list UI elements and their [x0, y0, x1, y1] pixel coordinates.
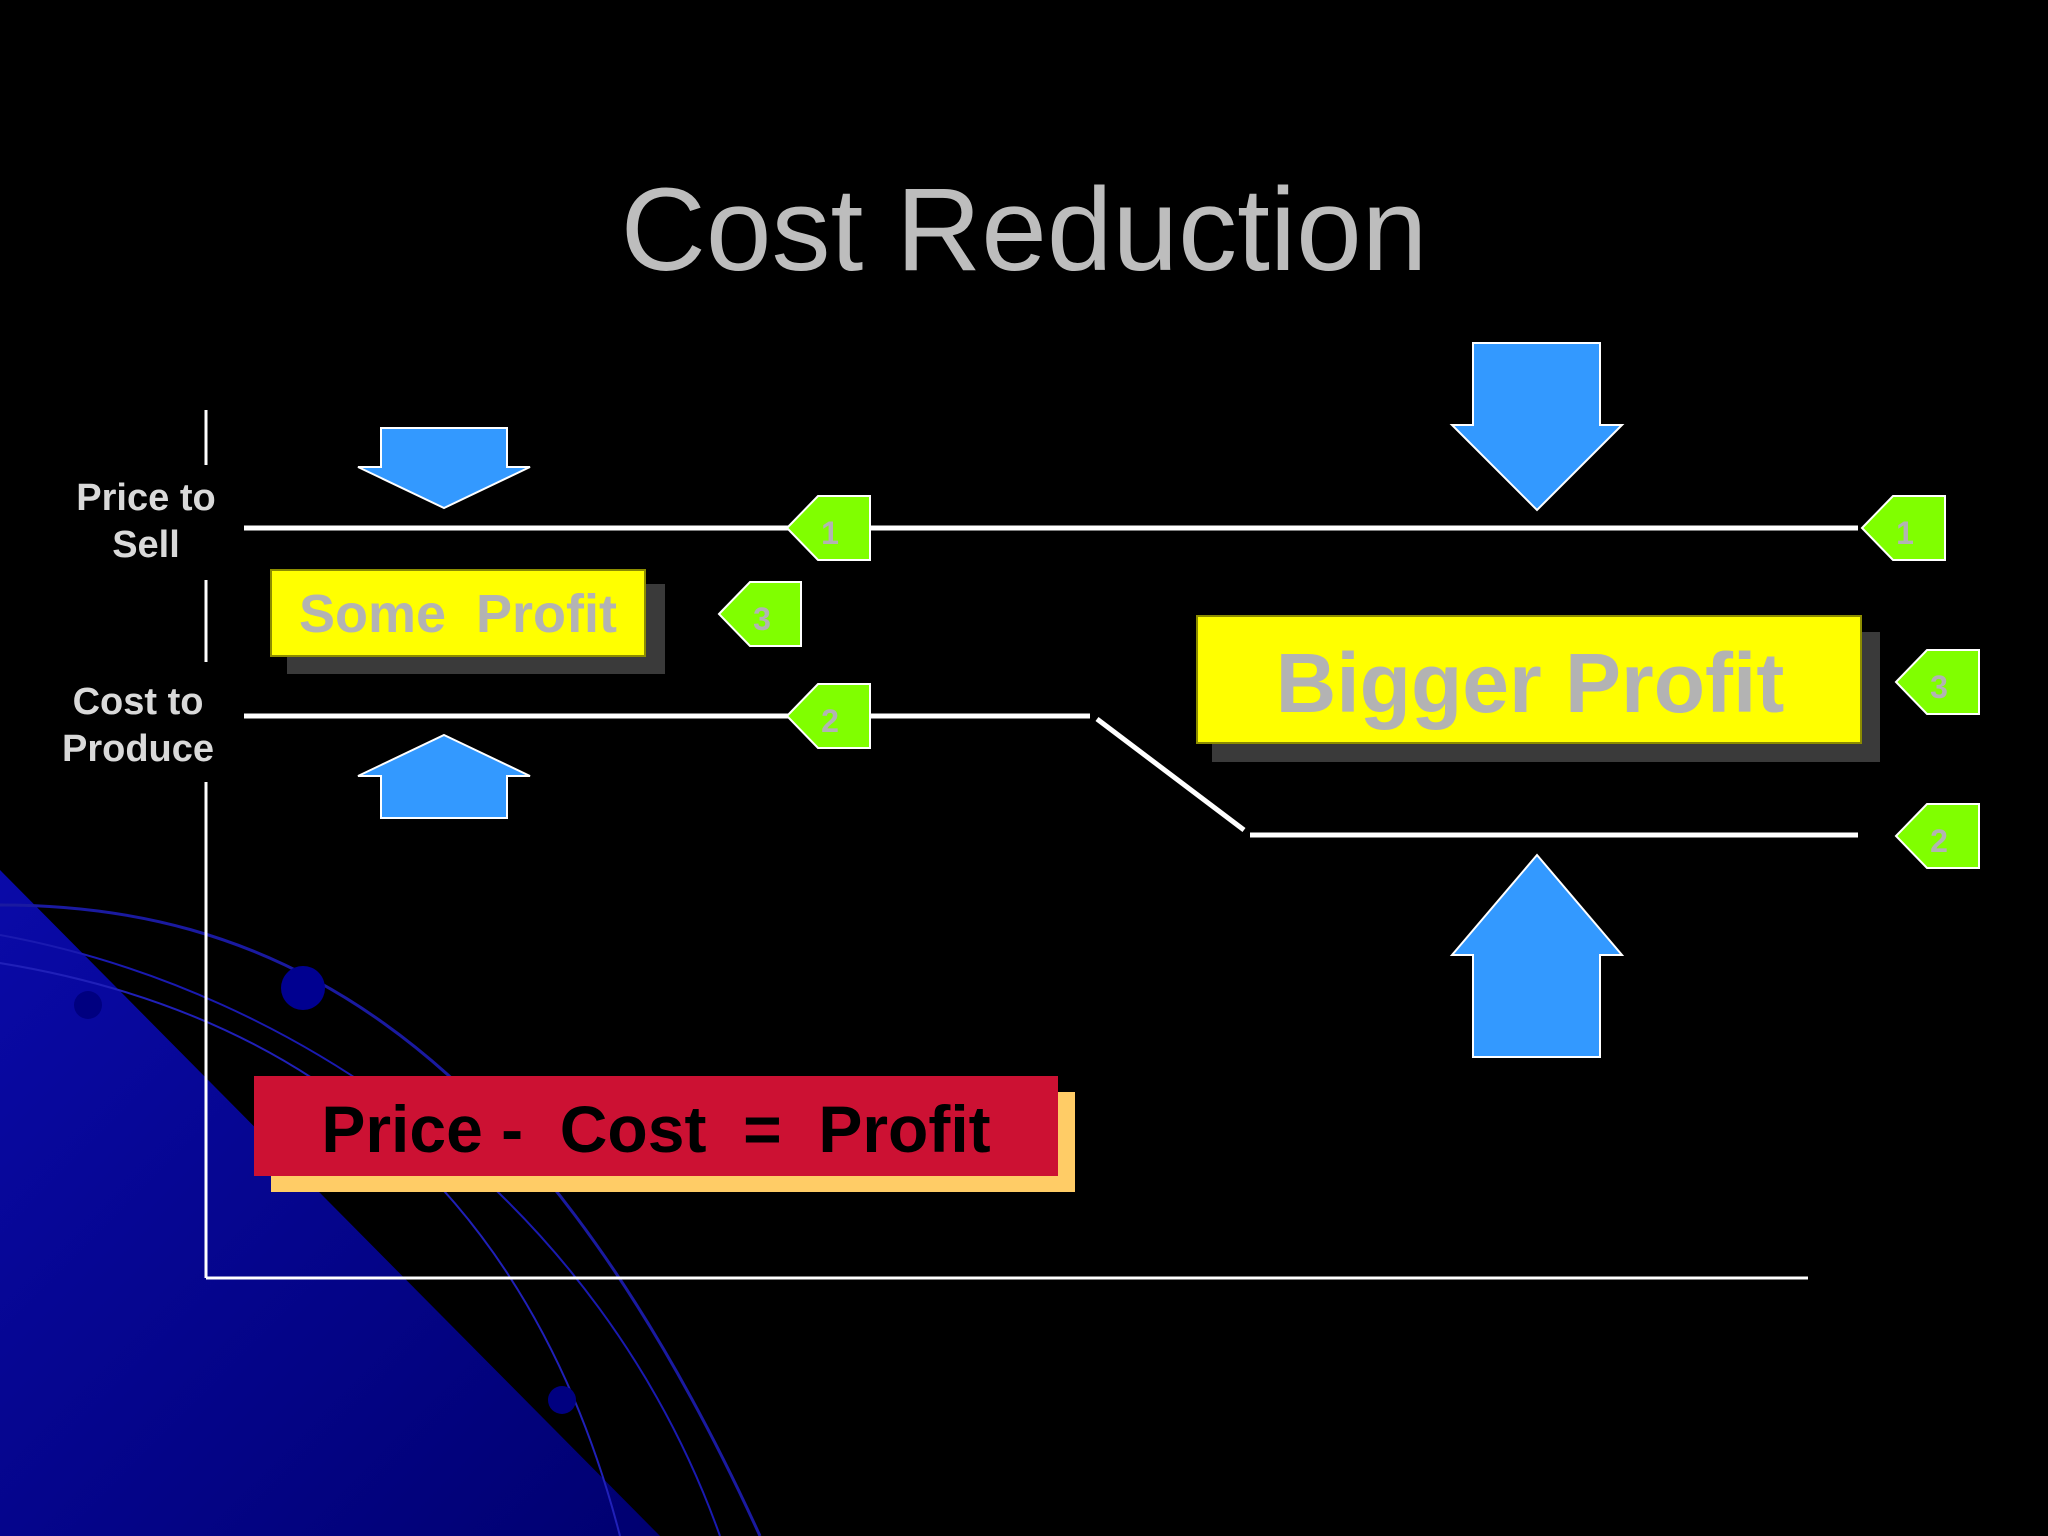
- decor-orb: [548, 1386, 576, 1414]
- some-profit-label: Some Profit: [299, 584, 617, 644]
- bigger-profit-box: Bigger Profit: [1196, 615, 1880, 762]
- up-arrow-icon: [357, 733, 531, 819]
- tag-profit-left-number: 3: [753, 601, 771, 637]
- cost-label-line2: Produce: [62, 728, 214, 770]
- tag-price-left: 1: [785, 495, 871, 561]
- tag-profit-right-number: 3: [1930, 669, 1948, 705]
- tag-cost-left: 2: [785, 683, 871, 749]
- formula-box: Price - Cost = Profit: [254, 1076, 1075, 1192]
- down-arrow-icon: [357, 427, 531, 510]
- big-down-arrow-icon: [1449, 342, 1625, 512]
- tag-profit-right: 3: [1894, 649, 1980, 715]
- price-label-line2: Sell: [112, 524, 180, 566]
- tag-price-right-number: 1: [1896, 515, 1914, 551]
- formula-text: Price - Cost = Profit: [321, 1092, 990, 1166]
- big-up-arrow-icon: [1449, 853, 1625, 1058]
- tag-cost-right: 2: [1894, 803, 1980, 869]
- decorative-corner: [0, 870, 762, 1536]
- tag-price-left-number: 1: [821, 515, 839, 551]
- chart-axes: [204, 410, 1808, 1280]
- price-label-line1: Price to: [76, 477, 215, 519]
- tag-cost-right-number: 2: [1930, 823, 1948, 859]
- cost-label-line1: Cost to: [73, 681, 204, 723]
- bigger-profit-label: Bigger Profit: [1276, 636, 1785, 730]
- decor-orb: [281, 966, 325, 1010]
- decor-orb: [74, 991, 102, 1019]
- tag-cost-left-number: 2: [821, 703, 839, 739]
- tag-price-right: 1: [1860, 495, 1946, 561]
- tag-profit-left: 3: [717, 581, 802, 647]
- cost-line-drop: [1095, 717, 1246, 832]
- slide-title: Cost Reduction: [621, 164, 1428, 296]
- some-profit-box: Some Profit: [270, 569, 665, 674]
